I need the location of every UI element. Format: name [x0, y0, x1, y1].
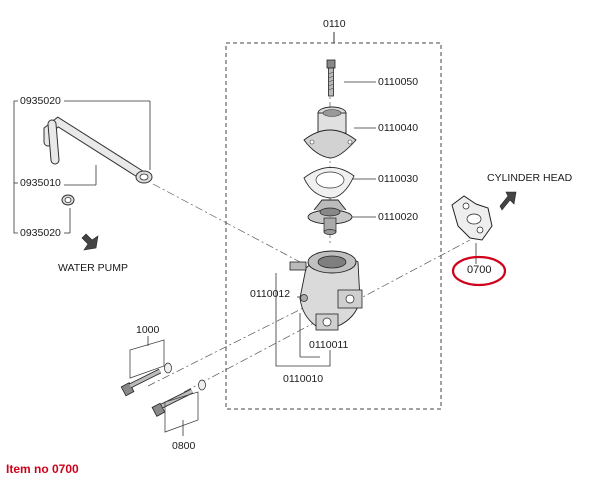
housing-body-part: [289, 250, 363, 331]
label-0110030: 0110030: [378, 173, 419, 185]
bolt-1000-bracket: [129, 339, 165, 379]
label-0110020: 0110020: [378, 211, 419, 223]
bolt-1000-part: [120, 362, 172, 397]
cylinder-gasket-part: [451, 195, 493, 241]
label-0110010: 0110010: [283, 373, 324, 385]
label-0800: 0800: [172, 440, 196, 452]
clamp-part: [135, 170, 153, 184]
label-0110: 0110: [323, 18, 346, 30]
bolt-0800-bracket: [164, 391, 199, 433]
label-0700[interactable]: 0700: [467, 264, 492, 276]
leader-lines: [13, 81, 477, 436]
gasket-part: [303, 167, 355, 199]
housing-top-part: [303, 106, 357, 159]
label-cylinder-head: CYLINDER HEAD: [487, 172, 573, 184]
bolt-part: [326, 59, 336, 97]
label-0935020-bottom: 0935020: [20, 227, 61, 239]
cylinder-head-arrow: [499, 191, 517, 211]
thermostat-part: [307, 199, 353, 235]
label-0935020-top: 0935020: [20, 95, 61, 107]
small-clamp-part: [61, 194, 75, 206]
label-0110012: 0110012: [250, 288, 291, 300]
label-1000: 1000: [136, 324, 160, 336]
label-0110011: 0110011: [309, 339, 349, 351]
label-water-pump: WATER PUMP: [58, 262, 128, 274]
hose-part: [43, 116, 145, 179]
label-0110040: 0110040: [378, 122, 419, 134]
water-pump-arrow: [81, 233, 99, 251]
label-0935010: 0935010: [20, 177, 61, 189]
item-number-caption: Item no 0700: [6, 462, 79, 476]
label-0110050: 0110050: [378, 76, 419, 88]
highlight-circle: [451, 255, 507, 287]
